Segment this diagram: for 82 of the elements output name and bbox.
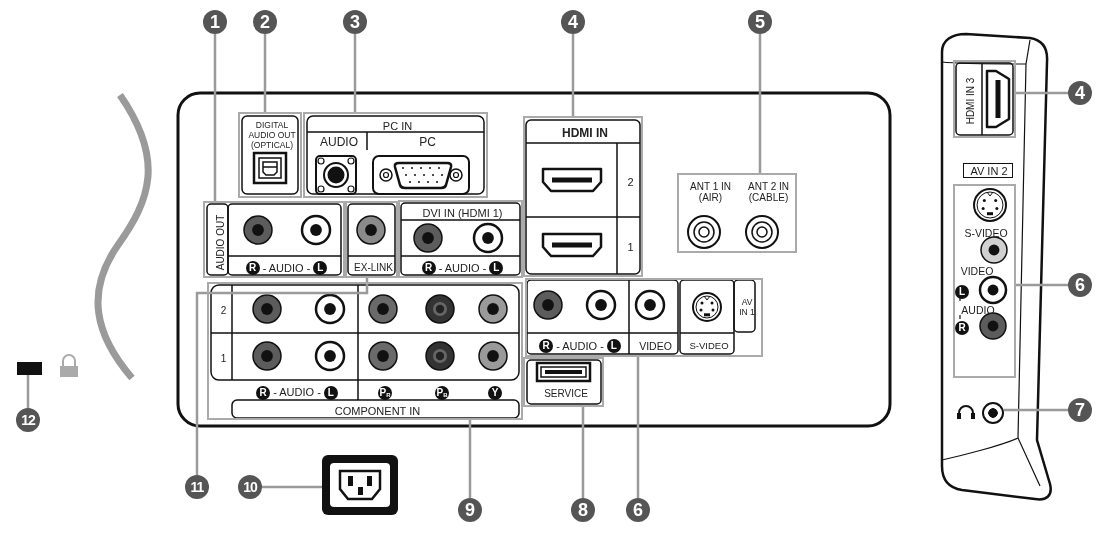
connector-panel [207, 282, 523, 420]
port-label: 2 [627, 175, 634, 189]
connector-panel [345, 201, 398, 278]
callout-number: 2 [253, 10, 277, 34]
connector-panel [203, 201, 345, 278]
leader-line [1004, 408, 1068, 412]
callout-number: 7 [1068, 398, 1092, 422]
channel-marker: L [489, 261, 504, 275]
connector-panel [953, 184, 1016, 378]
port-label: SERVICE [544, 388, 588, 400]
leader-line [636, 357, 640, 498]
leader-line [195, 278, 369, 475]
leader-line [353, 34, 357, 112]
connector-panel [523, 116, 643, 277]
port-label: 1 [220, 352, 227, 365]
leader-line [213, 34, 217, 201]
callout-number: 6 [626, 498, 650, 522]
port-label: 1 [627, 241, 634, 254]
leader-line [571, 34, 575, 116]
callout-number: 5 [748, 10, 772, 34]
callout-number: 4 [1068, 81, 1092, 105]
channel-marker: P$_{R}$ [378, 385, 392, 400]
port-label: HDMI IN [562, 126, 608, 141]
port-label: AV IN 2 [970, 165, 1008, 178]
channel-marker: R [421, 261, 436, 275]
callout-number: 11 [185, 475, 209, 499]
leader-line [263, 34, 267, 112]
port-label: DVI IN (HDMI 1) [422, 207, 503, 220]
channel-marker: R [256, 385, 271, 400]
port-label: - AUDIO - [438, 261, 487, 275]
channel-marker: R [539, 339, 554, 353]
port-label: AV IN 1 [738, 298, 756, 318]
connector-panel [238, 112, 302, 198]
channel-marker: L [313, 261, 328, 275]
callout-number: 12 [16, 408, 40, 432]
callout-number: 9 [458, 498, 482, 522]
connector-panel [303, 112, 488, 198]
callout-number: 8 [571, 498, 595, 522]
port-label: S-VIDEO [689, 340, 729, 352]
connector-panel [677, 173, 797, 253]
callout-number: 3 [343, 10, 367, 34]
input-group-label [963, 163, 1013, 178]
security-slot [17, 362, 42, 375]
callout-number: 4 [561, 10, 585, 34]
channel-marker: Y [488, 385, 502, 400]
channel-marker: L [606, 339, 621, 353]
port-label: HDMI IN 3 [965, 77, 977, 125]
port-label: EX-LINK [354, 262, 393, 274]
port-label: ANT 1 IN (AIR) [689, 180, 732, 204]
channel-marker: R [245, 261, 260, 275]
port-label: VIDEO [639, 339, 672, 353]
port-label: PC IN [382, 119, 413, 133]
port-label: AUDIO OUT [213, 214, 226, 270]
callout-number: 6 [1068, 273, 1092, 297]
port-label: 2 [220, 305, 227, 317]
port-label: COMPONENT IN [334, 404, 421, 418]
port-label: - AUDIO - [273, 386, 321, 399]
port-label: DIGITAL AUDIO OUT (OPTICAL) [247, 121, 297, 151]
callout-number: 10 [238, 475, 262, 499]
leader-line [758, 34, 762, 173]
port-label: - AUDIO - [556, 339, 604, 353]
leader-line [26, 375, 30, 408]
leader-line [468, 420, 472, 498]
channel-marker: L [323, 385, 338, 400]
port-label: - AUDIO - [262, 261, 311, 275]
leader-line [581, 407, 585, 498]
connector-panel [525, 278, 763, 357]
connector-panel [523, 357, 604, 407]
port-label: VIDEO [960, 264, 994, 278]
leader-line [1016, 283, 1068, 287]
power-socket [322, 455, 398, 515]
connector-panel [398, 200, 523, 278]
leader-line [1016, 91, 1068, 95]
port-label: PC [419, 136, 436, 150]
port-label: AUDIO [961, 304, 995, 317]
port-label: AUDIO [320, 136, 358, 150]
port-label: ANT 2 IN (CABLE) [747, 180, 790, 204]
connector-panel [953, 60, 1016, 138]
callout-number: 1 [203, 10, 227, 34]
leader-line [262, 485, 322, 489]
channel-marker: P$_{B}$ [435, 385, 449, 400]
port-label: S-VIDEO [964, 226, 1008, 240]
